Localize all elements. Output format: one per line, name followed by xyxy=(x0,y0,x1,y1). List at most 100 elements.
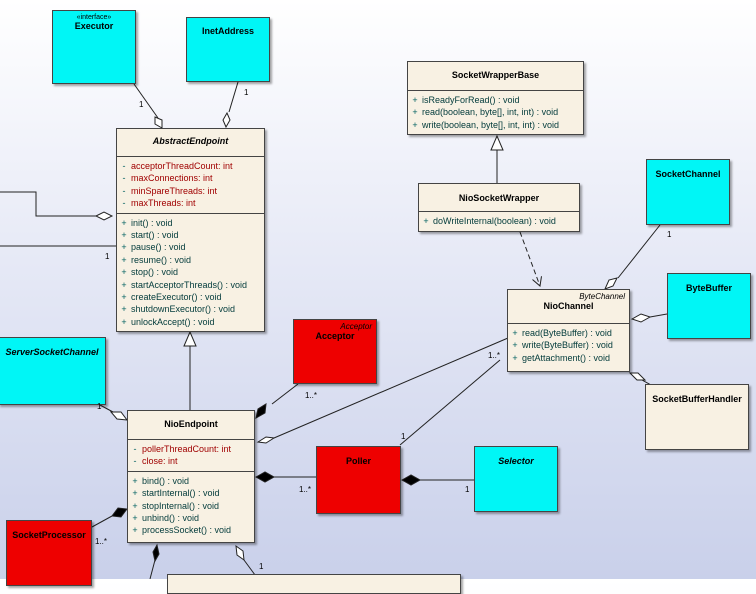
multiplicity-socketchannel: 1 xyxy=(667,230,672,239)
operation-row: +read(ByteBuffer) : void xyxy=(512,328,612,338)
operation-row: +createExecutor() : void xyxy=(121,291,222,302)
abstract-endpoint-attributes: -acceptorThreadCount: int -maxConnection… xyxy=(117,156,264,213)
multiplicity-executor: 1 xyxy=(139,100,144,109)
operation-row: +start() : void xyxy=(121,229,179,240)
operation-row: +read(boolean, byte[], int, int) : void xyxy=(412,107,559,118)
operation-row: +init() : void xyxy=(121,217,173,228)
aggregation-diamond-endpoint-channel xyxy=(256,436,276,444)
generalization-triangle-endpoint xyxy=(183,330,197,347)
class-socket-processor[interactable]: SocketProcessor xyxy=(6,520,92,586)
multiplicity-abstract-left: 1 xyxy=(105,252,110,261)
nio-socket-wrapper-operations: +doWriteInternal(boolean) : void xyxy=(419,211,579,230)
nio-endpoint-operations: +bind() : void +startInternal() : void +… xyxy=(128,470,254,540)
attribute-row: -minSpareThreads: int xyxy=(122,185,218,196)
socketchannel-association xyxy=(617,224,661,279)
operation-row: +unlockAccept() : void xyxy=(121,316,215,327)
class-byte-buffer[interactable]: ByteBuffer xyxy=(667,273,751,339)
aggregation-diamond-inetaddress xyxy=(222,111,231,129)
socket-wrapper-base-name: SocketWrapperBase xyxy=(451,70,540,80)
aggregation-diamond-socketchannel xyxy=(604,277,618,290)
class-poller[interactable]: Poller xyxy=(316,446,401,514)
generalization-triangle-wrapper xyxy=(490,134,504,151)
multiplicity-niochannel: 1..* xyxy=(488,351,501,360)
composition-diamond-acceptor xyxy=(255,403,267,419)
attribute-row: -pollerThreadCount: int xyxy=(133,444,232,454)
selector-name: Selector xyxy=(498,456,534,466)
abstract-endpoint-operations: +init() : void +start() : void +pause() … xyxy=(117,212,264,332)
inetaddress-name: InetAddress xyxy=(201,26,254,36)
class-abstract-endpoint[interactable]: AbstractEndpoint -acceptorThreadCount: i… xyxy=(116,128,265,332)
operation-row: +bind() : void xyxy=(132,475,190,486)
poller-nioChannel-association xyxy=(399,359,501,446)
multiplicity-niochannel-poller: 1 xyxy=(401,432,406,441)
multiplicity-bottom: 1 xyxy=(259,562,264,571)
class-inetaddress[interactable]: InetAddress xyxy=(186,17,270,82)
operation-row: +doWriteInternal(boolean) : void xyxy=(423,216,556,226)
operation-row: +startInternal() : void xyxy=(132,488,220,499)
class-acceptor[interactable]: Acceptor Acceptor xyxy=(293,319,377,384)
class-nio-channel[interactable]: ByteChannel NioChannel +read(ByteBuffer)… xyxy=(507,289,630,372)
class-executor[interactable]: «interface» Executor xyxy=(52,10,136,84)
dependency-wrapper-channel xyxy=(519,231,540,286)
nio-channel-operations: +read(ByteBuffer) : void +write(ByteBuff… xyxy=(508,323,629,367)
multiplicity-serversocket: 1 xyxy=(97,402,102,411)
nio-endpoint-name: NioEndpoint xyxy=(164,419,218,429)
class-nio-endpoint[interactable]: NioEndpoint -pollerThreadCount: int -clo… xyxy=(127,410,255,543)
poller-name: Poller xyxy=(345,456,371,466)
operation-row: +stop() : void xyxy=(121,267,179,278)
operation-row: +write(ByteBuffer) : void xyxy=(512,340,613,351)
class-bottom-partial[interactable] xyxy=(167,574,461,594)
socket-channel-name: SocketChannel xyxy=(655,169,721,179)
server-socket-channel-name: ServerSocketChannel xyxy=(5,347,99,357)
operation-row: +write(boolean, byte[], int, int) : void xyxy=(412,119,560,130)
bytebuffer-association xyxy=(649,313,668,318)
inetaddress-association xyxy=(228,81,239,113)
aggregation-diamond-bytebuffer xyxy=(630,313,652,323)
operation-row: +startAcceptorThreads() : void xyxy=(121,279,248,290)
multiplicity-socketprocessor: 1..* xyxy=(95,537,108,546)
nio-socket-wrapper-name: NioSocketWrapper xyxy=(458,193,540,203)
composition-diamond-selector xyxy=(400,474,422,486)
multiplicity-poller: 1..* xyxy=(299,485,312,494)
class-socket-buffer-handler[interactable]: SocketBufferHandler xyxy=(645,384,749,450)
socket-processor-name: SocketProcessor xyxy=(12,530,86,540)
acceptor-superclass: Acceptor xyxy=(340,322,372,331)
operation-row: +shutdownExecutor() : void xyxy=(121,304,236,315)
acceptor-association xyxy=(271,383,299,405)
composition-diamond-bottom-left xyxy=(152,543,160,563)
aggregation-diamond-bufferhandler xyxy=(628,372,647,381)
bottom-left-association xyxy=(149,559,156,579)
multiplicity-selector: 1 xyxy=(465,485,470,494)
aggregation-diamond-executor xyxy=(154,116,163,129)
nio-endpoint-attributes: -pollerThreadCount: int -close: int xyxy=(128,439,254,471)
operation-row: +stopInternal() : void xyxy=(132,500,220,511)
abstract-endpoint-name: AbstractEndpoint xyxy=(152,136,229,146)
class-selector[interactable]: Selector xyxy=(474,446,558,512)
socketprocessor-association xyxy=(91,515,113,528)
operation-row: +unbind() : void xyxy=(132,512,200,523)
executor-association xyxy=(133,83,159,119)
operation-row: +resume() : void xyxy=(121,254,192,265)
class-socket-channel[interactable]: SocketChannel xyxy=(646,159,730,225)
aggregation-diamond-serversocket xyxy=(109,411,129,421)
class-nio-socket-wrapper[interactable]: NioSocketWrapper +doWriteInternal(boolea… xyxy=(418,183,580,232)
class-socket-wrapper-base[interactable]: SocketWrapperBase +isReadyForRead() : vo… xyxy=(407,61,584,135)
composition-diamond-poller xyxy=(254,471,276,483)
socket-buffer-handler-name: SocketBufferHandler xyxy=(652,394,742,404)
operation-row: +pause() : void xyxy=(121,242,186,253)
operation-row: +isReadyForRead() : void xyxy=(412,95,520,105)
operation-row: +getAttachment() : void xyxy=(512,352,611,363)
multiplicity-inetaddress: 1 xyxy=(244,88,249,97)
multiplicity-acceptor: 1..* xyxy=(305,391,318,400)
composition-diamond-socketprocessor xyxy=(111,507,128,518)
executor-stereotype: «interface» xyxy=(76,14,112,21)
socket-wrapper-base-operations: +isReadyForRead() : void +read(boolean, … xyxy=(408,90,583,134)
nio-channel-superclass: ByteChannel xyxy=(579,292,625,301)
class-server-socket-channel[interactable]: ServerSocketChannel xyxy=(0,337,106,405)
acceptor-name: Acceptor xyxy=(315,331,355,341)
attribute-row: -maxThreads: int xyxy=(122,198,196,209)
aggregation-diamond-left xyxy=(94,211,114,221)
byte-buffer-name: ByteBuffer xyxy=(685,283,732,293)
serversocket-association xyxy=(99,404,114,413)
attribute-row: -acceptorThreadCount: int xyxy=(122,161,233,171)
